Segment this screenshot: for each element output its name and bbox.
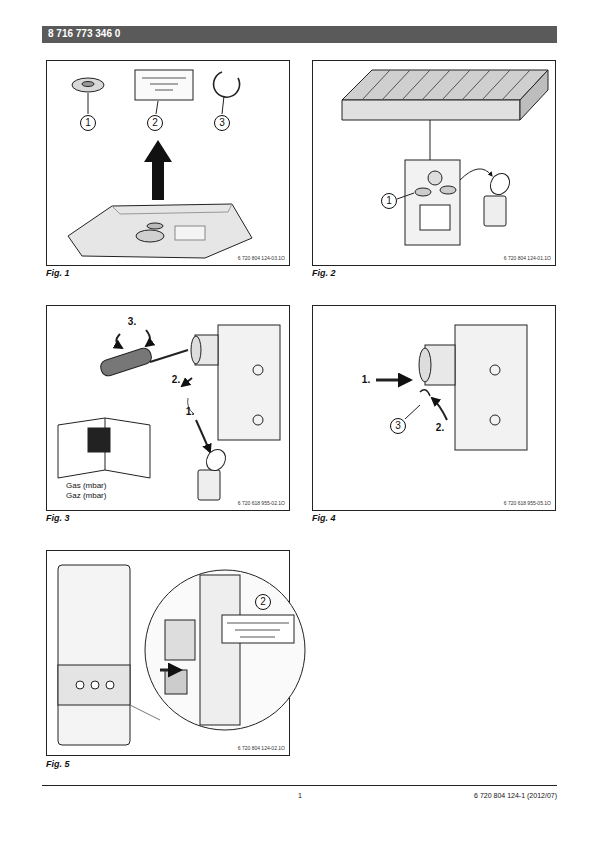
figure-label: Fig. 2 (312, 269, 336, 278)
callout-number: 2 (255, 594, 271, 610)
step-number: 3. (128, 317, 136, 327)
figure-label: Fig. 1 (46, 269, 70, 278)
fig5-drawing (58, 565, 305, 745)
document-number: 8 716 773 346 0 (48, 29, 120, 39)
image-code: 6 720 804 124-02.1O (238, 746, 285, 751)
figure-label: Fig. 4 (312, 514, 336, 523)
callout-number: 2 (147, 115, 163, 131)
image-code: 6 720 804 124-03.1O (238, 256, 285, 261)
step-number: 2. (172, 375, 180, 385)
image-code: 6 720 618 955-02.1O (238, 501, 285, 506)
fig1-drawing (68, 70, 252, 258)
fig3-drawing (58, 325, 280, 500)
fig4-drawing (376, 325, 527, 450)
footer-rule (42, 785, 557, 786)
callout-number: 3 (214, 115, 230, 131)
callout-number: 1 (381, 193, 397, 209)
image-code: 6 720 804 124-01.1O (504, 256, 551, 261)
manual-note: Gas (mbar) (66, 482, 106, 490)
document-code: 6 720 804 124-1 (2012/07) (474, 792, 557, 799)
manual-note: Gaz (mbar) (66, 492, 106, 500)
step-number: 1. (186, 407, 194, 417)
figure-label: Fig. 3 (46, 514, 70, 523)
image-code: 6 720 618 955-05.1O (504, 501, 551, 506)
header-bar (42, 26, 557, 43)
step-number: 1. (362, 375, 370, 385)
figure-label: Fig. 5 (46, 760, 70, 769)
figure-frames (47, 61, 556, 756)
page-number: 1 (298, 792, 302, 799)
fig2-drawing (342, 70, 548, 245)
step-number: 2. (436, 423, 444, 433)
callout-number: 3 (390, 418, 406, 434)
callout-number: 1 (80, 115, 96, 131)
